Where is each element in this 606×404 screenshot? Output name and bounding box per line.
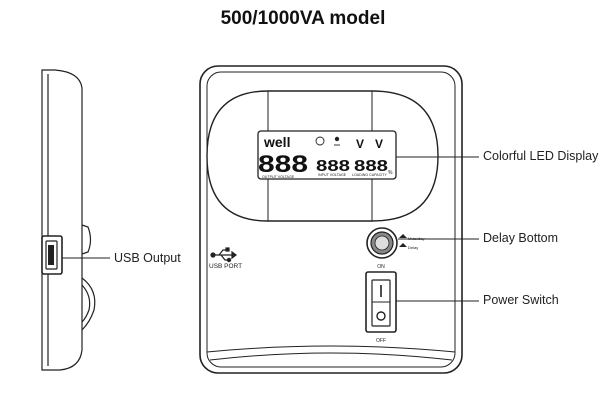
- callout-led-display: Colorful LED Display: [483, 149, 599, 163]
- lcd-unit-left: V: [356, 137, 364, 151]
- button-label-delay: Delay: [408, 245, 418, 250]
- usb-output-icon: [41, 235, 63, 275]
- leader-lines: [62, 156, 479, 302]
- lcd-mid-digits: 888: [316, 158, 350, 175]
- lcd-percent-label: %: [388, 170, 393, 176]
- switch-off-label: OFF: [376, 338, 386, 344]
- callout-usb-output: USB Output: [114, 251, 181, 265]
- lcd-main-digits: 888: [258, 151, 308, 178]
- lcd-right-digits: 888: [354, 158, 388, 175]
- lcd-input-voltage-label: INPUT VOLTAGE: [318, 173, 347, 177]
- callout-delay-bottom: Delay Bottom: [483, 231, 559, 245]
- front-view: [199, 65, 463, 374]
- lcd-brand: well: [263, 134, 290, 150]
- lcd-unit-right: V: [375, 137, 383, 151]
- side-view: [41, 69, 96, 371]
- usb-symbol-icon: [210, 247, 237, 263]
- delay-button-icon: [366, 227, 407, 259]
- callout-power-switch: Power Switch: [483, 293, 559, 307]
- diagram-title: 500/1000VA model: [220, 8, 386, 29]
- lcd-loading-capacity-label: LOADING CAPACITY: [352, 173, 387, 177]
- power-switch-icon: [365, 271, 397, 333]
- switch-on-label: ON: [377, 264, 385, 270]
- lcd-output-voltage-label: OUTPUT VOLTAGE: [262, 175, 295, 179]
- usb-port-label: USB PORT: [209, 263, 242, 270]
